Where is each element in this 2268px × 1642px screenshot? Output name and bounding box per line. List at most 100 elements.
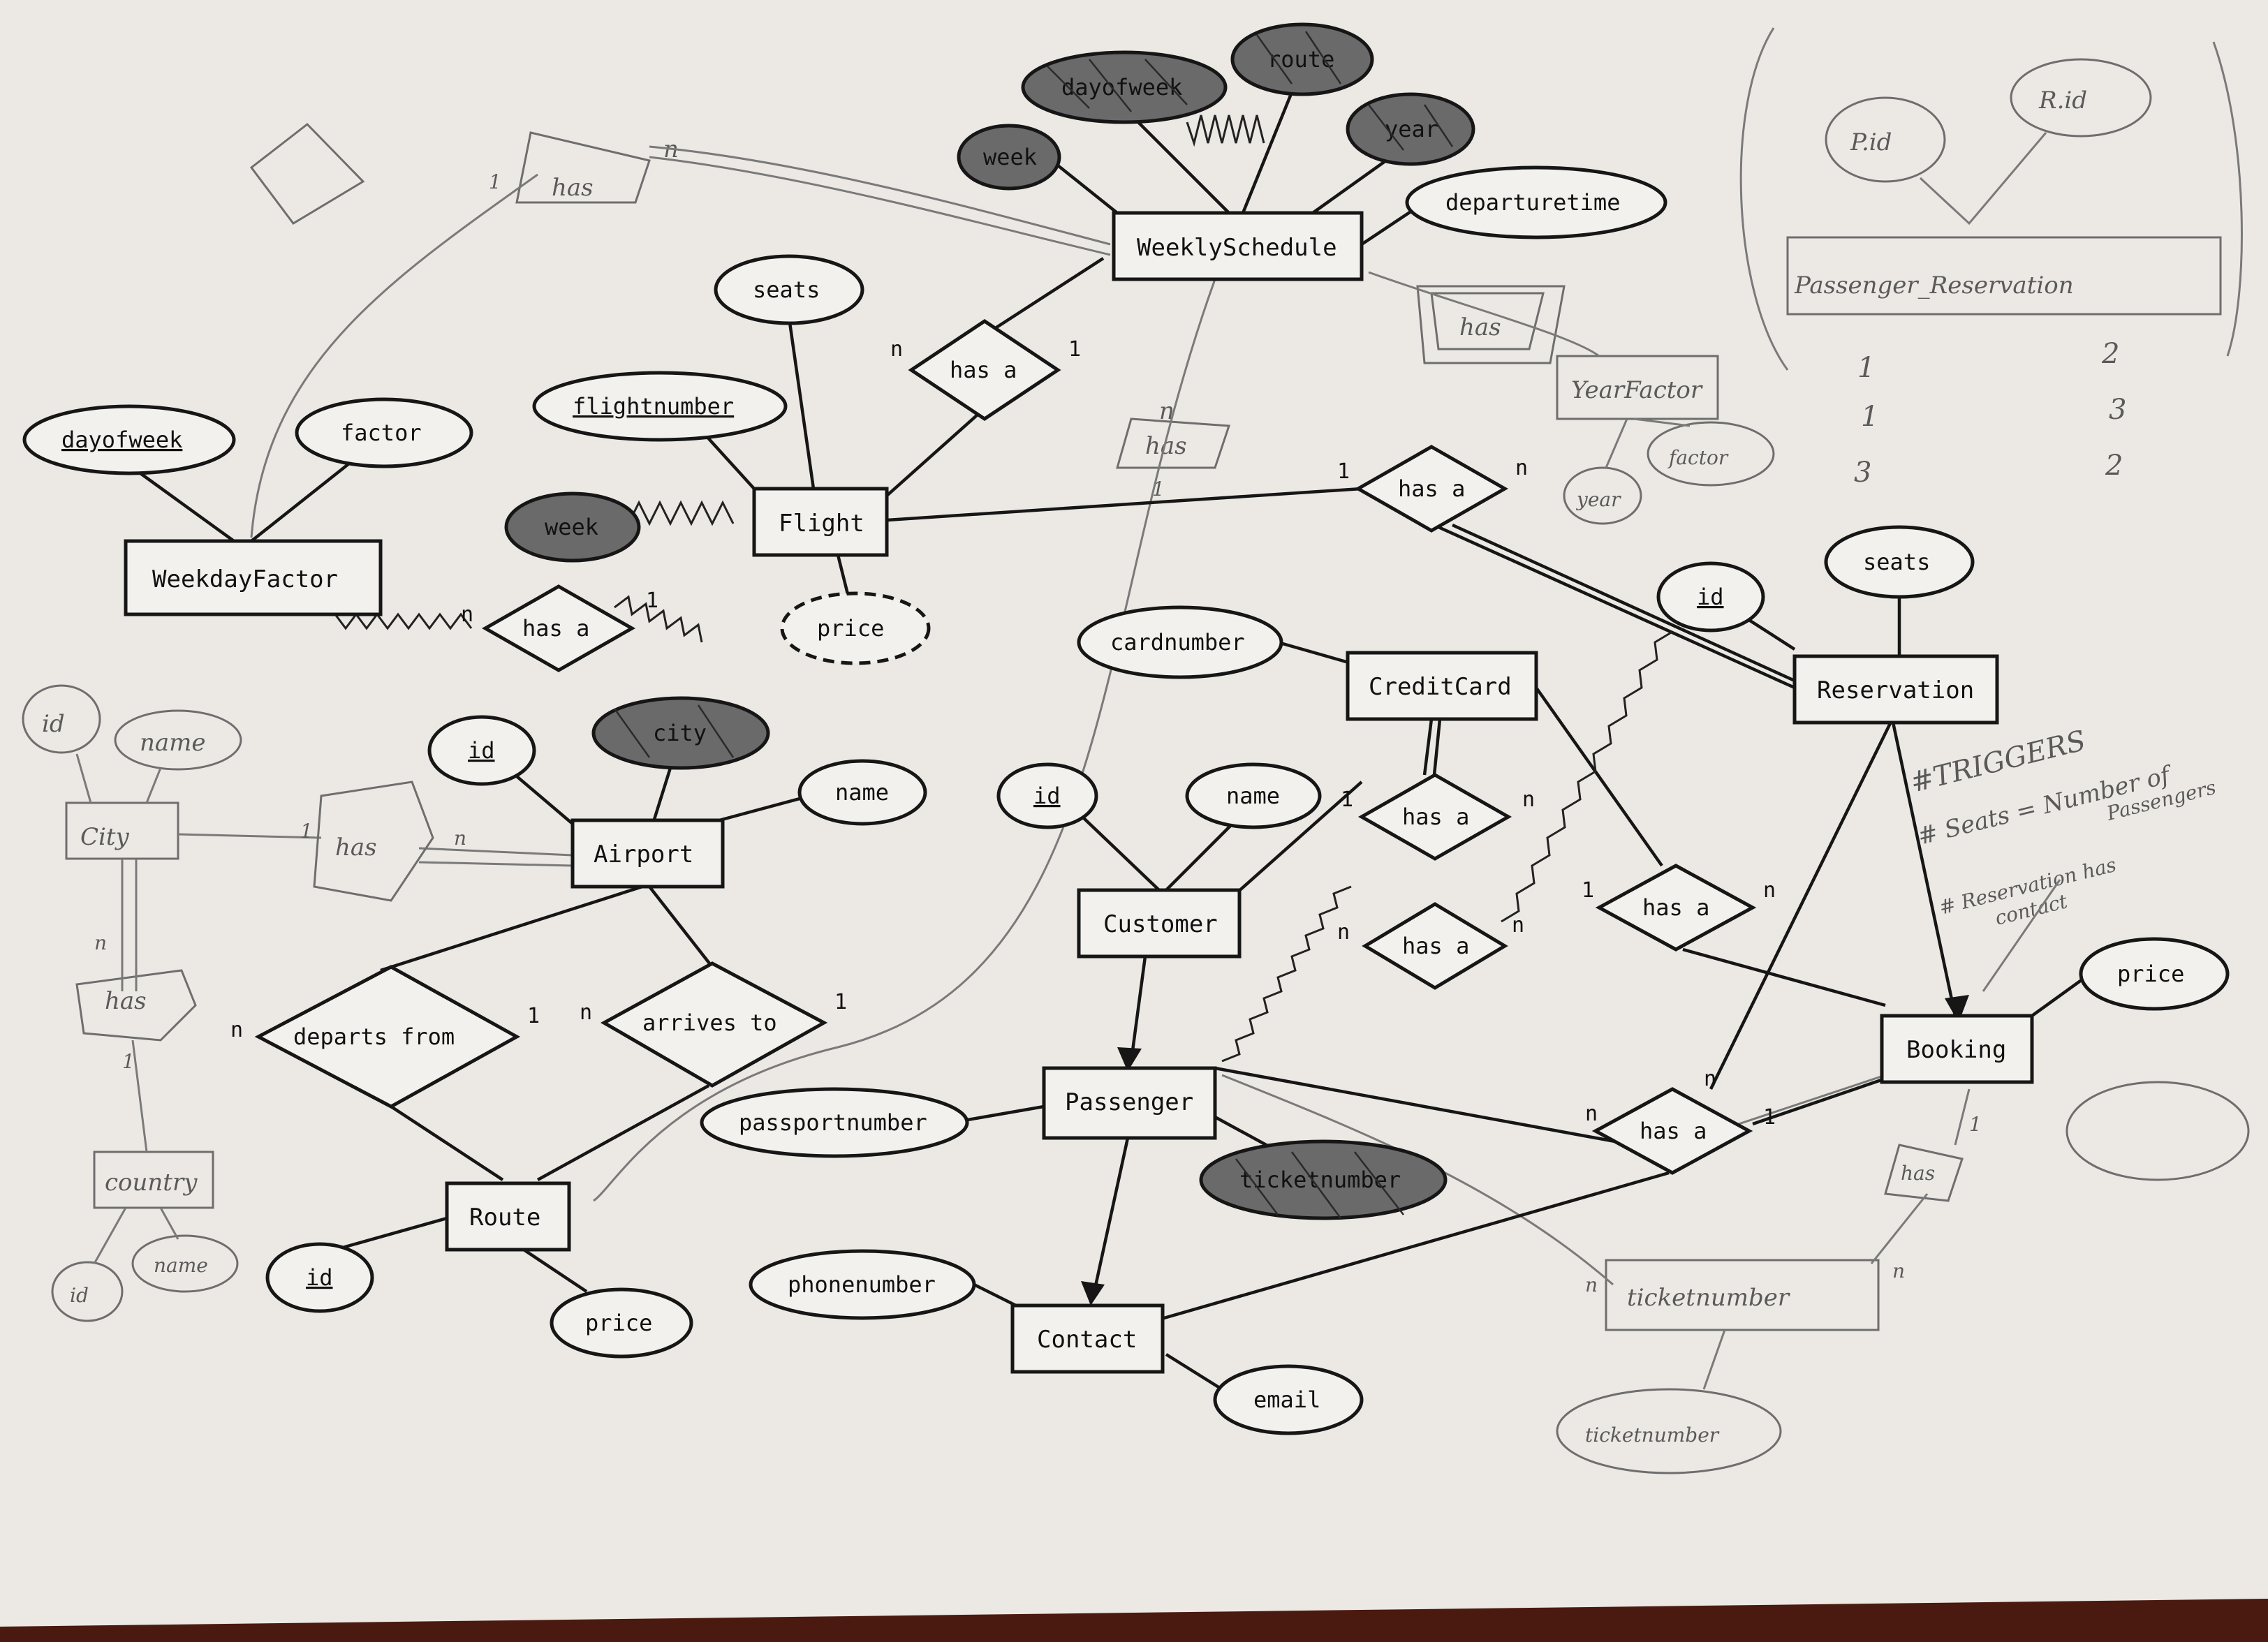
relationship-label: departs from: [293, 1023, 455, 1050]
scribbled-edges: [334, 114, 1673, 1063]
pencil-card: 1: [489, 170, 501, 193]
attribute-label: name: [835, 779, 889, 806]
attribute-contact-email: email: [1213, 1364, 1364, 1435]
attribute-customer-id: id: [996, 762, 1098, 829]
pencil-card: n: [94, 931, 107, 954]
attribute-label: price: [2117, 961, 2184, 987]
entity-weeklyschedule: WeeklySchedule: [1112, 211, 1364, 281]
relationship-flight-reservation: has a: [1354, 445, 1509, 533]
relationship-passenger-booking: has a: [1591, 1087, 1753, 1175]
attribute-label: price: [585, 1310, 652, 1336]
pencil-yearfactor-label: YearFactor: [1571, 376, 1703, 404]
attribute-label: departuretime: [1445, 189, 1620, 216]
relationship-ws-flight: has a: [908, 318, 1061, 422]
entity-label: CreditCard: [1369, 673, 1512, 701]
arrow-head: [1081, 1281, 1105, 1306]
entity-booking: Booking: [1880, 1014, 2034, 1084]
attribute-label: price: [817, 615, 884, 642]
attribute-label: id: [1033, 783, 1061, 809]
cardinality-1: 1: [1068, 337, 1081, 362]
pencil-table-cell: 3: [2109, 394, 2126, 426]
arrow-head: [1945, 995, 1969, 1023]
pencil-passenger-reservation-table: [1786, 58, 2222, 316]
entity-reservation: Reservation: [1792, 654, 1999, 725]
entity-flight: Flight: [752, 487, 889, 557]
pencil-card: n: [1892, 1259, 1905, 1282]
pencil-id-label: id: [70, 1284, 89, 1307]
relationship-label: has a: [950, 357, 1017, 383]
cardinality-1: 1: [527, 1004, 540, 1028]
pencil-card: 1: [300, 820, 313, 843]
pencil-has-label: has: [335, 834, 377, 861]
attribute-label: year: [1385, 116, 1438, 142]
entity-passenger: Passenger: [1042, 1066, 1217, 1140]
relationship-label: has a: [1402, 933, 1469, 959]
attribute-wf-dayofweek: dayofweek: [22, 404, 236, 475]
entity-contact: Contact: [1010, 1303, 1165, 1374]
pencil-table-cell: 2: [2101, 338, 2119, 370]
cardinality-1: 1: [834, 990, 847, 1014]
entity-label: Contact: [1037, 1326, 1137, 1354]
cardinality-1: 1: [1582, 878, 1594, 903]
attribute-label: email: [1253, 1386, 1320, 1413]
relationship-arrives-to: arrives to: [600, 961, 828, 1088]
pencil-has-schedule-route: [1116, 417, 1231, 469]
cardinality-n: n: [1512, 913, 1524, 938]
entity-weekdayfactor: WeekdayFactor: [124, 539, 383, 616]
attribute-ws-route: route: [1230, 22, 1374, 96]
attribute-ws-year: year: [1346, 92, 1475, 166]
pencil-card: n: [454, 827, 466, 850]
pencil-city-label: City: [80, 823, 130, 851]
attribute-customer-name: name: [1185, 762, 1322, 829]
pencil-card: n: [1585, 1273, 1598, 1296]
relationship-creditcard-booking: has a: [1595, 864, 1757, 952]
entity-label: Customer: [1103, 910, 1218, 938]
relationship-label: has a: [1640, 1118, 1707, 1144]
attribute-airport-city: city: [591, 696, 770, 770]
cardinality-1: 1: [1341, 787, 1353, 812]
pencil-has-label: has: [105, 987, 147, 1015]
pencil-ticketnumber-label: ticketnumber: [1627, 1284, 1790, 1312]
attribute-reservation-seats: seats: [1824, 525, 1975, 599]
attribute-label: phonenumber: [788, 1271, 936, 1298]
pencil-has-weekday-schedule: [515, 131, 651, 204]
pencil-factor-label: factor: [1667, 446, 1729, 469]
attribute-ws-departuretime: departuretime: [1405, 165, 1667, 239]
attribute-label: city: [653, 720, 707, 746]
attribute-flight-price: price: [780, 591, 931, 665]
relationship-label: has a: [1398, 475, 1465, 502]
cardinality-n: n: [1522, 787, 1535, 812]
relationship-label: has a: [522, 615, 589, 642]
pencil-card: n: [1159, 397, 1174, 425]
attribute-label: passportnumber: [739, 1109, 927, 1136]
pencil-rid-label: R.id: [2038, 87, 2087, 114]
cardinality-n: n: [1704, 1067, 1716, 1091]
attribute-label: week: [983, 144, 1037, 170]
relationship-weekday-flight: has a: [481, 584, 636, 672]
entity-label: Airport: [594, 841, 693, 868]
attribute-ws-week: week: [957, 124, 1061, 191]
attribute-label: flightnumber: [573, 393, 734, 420]
attribute-booking-price: price: [2079, 937, 2230, 1011]
attribute-airport-name: name: [797, 759, 927, 826]
relationship-label: has a: [1402, 804, 1469, 830]
scribble-hatching: [613, 31, 1454, 1219]
cardinality-n: n: [230, 1018, 243, 1042]
relationship-label: has a: [1642, 894, 1709, 921]
attribute-route-price: price: [550, 1287, 693, 1359]
attribute-passenger-passportnumber: passportnumber: [700, 1087, 969, 1158]
attribute-label: seats: [753, 276, 820, 303]
pencil-name-label: name: [140, 729, 206, 757]
pencil-table-cell: 1: [1857, 352, 1875, 384]
attribute-wf-factor: factor: [295, 397, 473, 468]
cardinality-n: n: [1763, 878, 1776, 903]
attribute-label: week: [545, 514, 598, 540]
entity-creditcard: CreditCard: [1346, 651, 1538, 721]
pencil-year-label: year: [1575, 488, 1621, 511]
relationship-departs-from: departs from: [254, 965, 521, 1109]
entity-route: Route: [445, 1181, 571, 1252]
attribute-label: id: [468, 737, 495, 764]
pencil-has-label: has: [552, 174, 594, 202]
attribute-passenger-ticketnumber: ticketnumber: [1199, 1139, 1448, 1220]
relationship-creditcard-customer: has a: [1357, 773, 1512, 861]
